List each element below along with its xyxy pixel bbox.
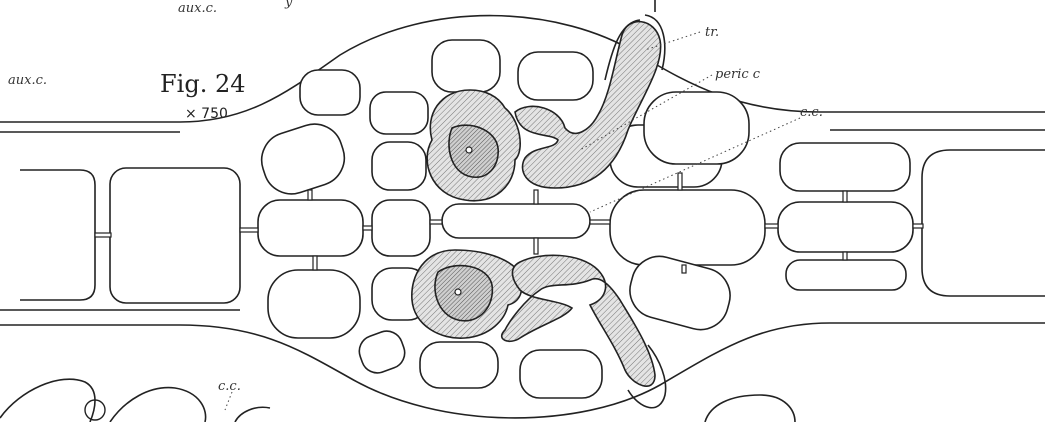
upper-cell-4: [372, 142, 426, 190]
label-cc-bottom: c.c.: [218, 379, 241, 394]
central-cell-1: [258, 200, 363, 256]
lower-cell-7: [786, 260, 906, 290]
lower-cell-3: [355, 327, 409, 378]
upper-cell-6: [518, 52, 593, 100]
upper-cell-9: [780, 143, 910, 191]
leader-cc-bottom: [225, 392, 232, 410]
left-aux-cell-a: [20, 170, 95, 300]
label-peric: peric c: [715, 67, 761, 82]
upper-cell-3: [370, 92, 428, 134]
top-cropped-glyph: y: [284, 0, 293, 10]
central-cell-4: [610, 190, 765, 265]
lower-cell-5: [520, 350, 602, 398]
label-tr: tr.: [705, 25, 719, 40]
label-aux-c-top: aux.c.: [178, 1, 217, 16]
lower-cell-1: [268, 270, 360, 338]
figure-magnification: × 750: [185, 106, 228, 122]
bottom-partial-cell-2: [110, 388, 206, 422]
bottom-partial-cell-4: [705, 395, 795, 422]
lower-cell-4: [420, 342, 498, 388]
central-cell-3: [442, 204, 590, 238]
upper-cell-5: [432, 40, 500, 92]
label-aux-c-left: aux.c.: [8, 73, 47, 88]
label-cc-right: c.c.: [800, 105, 823, 120]
left-aux-cell-b: [110, 168, 240, 303]
upper-cell-2: [300, 70, 360, 115]
bottom-partial-cell-3: [235, 407, 270, 422]
lower-nucleus: [455, 289, 461, 295]
bottom-partial-cell-1: [0, 379, 95, 422]
central-cell-5: [778, 202, 913, 252]
right-aux-cell: [922, 150, 1045, 296]
figure-title: Fig. 24: [160, 70, 246, 98]
upper-nucleus: [466, 147, 472, 153]
upper-cell-8: [644, 92, 749, 164]
upper-cell-1: [254, 117, 351, 201]
central-cell-2: [372, 200, 430, 256]
